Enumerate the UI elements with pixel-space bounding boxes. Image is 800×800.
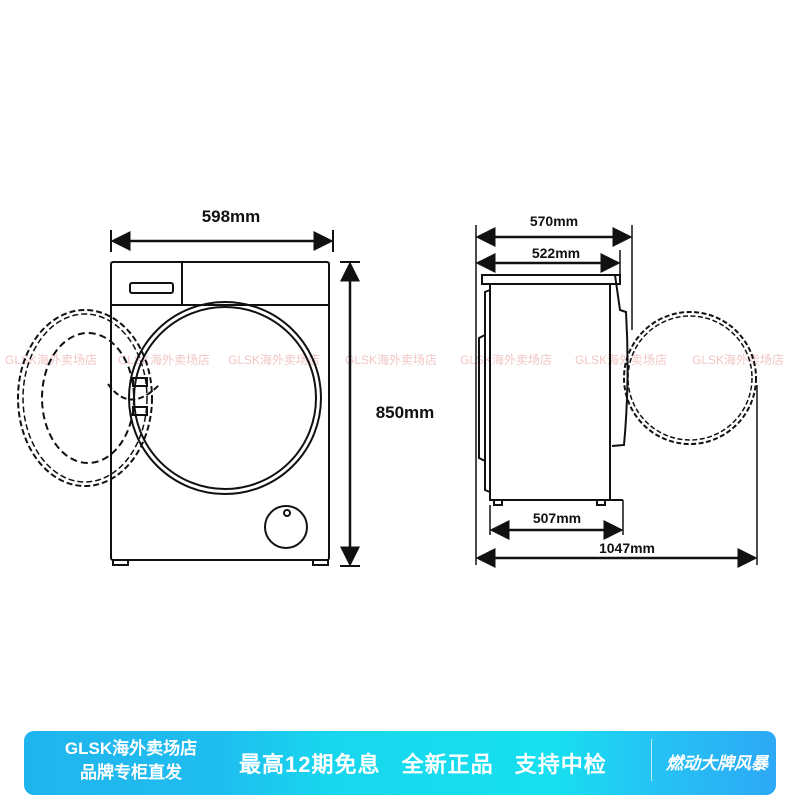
store-name: GLSK海外卖场店 (64, 739, 198, 758)
depth-label: 570mm (530, 213, 578, 229)
door-open-label: 1047mm (599, 540, 655, 556)
washer-body (110, 261, 330, 561)
hinge-top (132, 377, 148, 387)
hinge-bottom (132, 406, 148, 416)
open-door-inner (41, 332, 135, 464)
diagram-canvas: GLSK海外卖场店 GLSK海外卖场店 GLSK海外卖场店 GLSK海外卖场店 … (5, 207, 784, 568)
open-door-outer-2 (22, 313, 148, 483)
drawer-handle (129, 282, 174, 294)
promo-inspection: 支持中检 (514, 752, 607, 777)
watermark: GLSK海外卖场店 (118, 352, 210, 367)
promo-list: 最高12期免息 全新正品 支持中检 (239, 747, 621, 779)
filter-cover-knob (283, 509, 291, 517)
watermark: GLSK海外卖场店 (460, 352, 552, 367)
watermark: GLSK海外卖场店 (345, 352, 437, 367)
side-foot-rear (493, 499, 503, 506)
height-label: 850mm (376, 403, 435, 422)
door-inner-ring (133, 306, 317, 490)
open-door-swing-inner (627, 315, 753, 441)
side-body (489, 283, 611, 501)
campaign-logo: 燃动大牌风暴 (666, 754, 768, 773)
watermark-row: GLSK海外卖场店 GLSK海外卖场店 GLSK海外卖场店 GLSK海外卖场店 … (5, 352, 784, 367)
store-info: GLSK海外卖场店 品牌专柜直发 (36, 737, 226, 785)
back-bump (478, 334, 486, 462)
promo-installment: 最高12期免息 (239, 752, 381, 777)
side-foot-front (596, 499, 606, 506)
side-view (475, 225, 758, 568)
watermark: GLSK海外卖场店 (228, 352, 320, 367)
foot-right (312, 559, 329, 566)
door-outer-ring (128, 301, 322, 495)
watermark: GLSK海外卖场店 (692, 352, 784, 367)
width-label: 598mm (202, 207, 261, 226)
store-tagline: 品牌专柜直发 (80, 763, 182, 782)
top-plate (481, 274, 621, 285)
promo-banner[interactable]: GLSK海外卖场店 品牌专柜直发 最高12期免息 全新正品 支持中检 燃动大牌风… (24, 731, 776, 795)
open-door-outer (17, 309, 153, 487)
front-view (17, 230, 360, 567)
base-label: 507mm (533, 510, 581, 526)
watermark: GLSK海外卖场店 (575, 352, 667, 367)
door-swing-arc (107, 383, 161, 401)
foot-left (112, 559, 129, 566)
open-door-swing-outer (623, 311, 757, 445)
back-panel (484, 289, 491, 493)
promo-genuine: 全新正品 (401, 752, 494, 777)
banner-divider (651, 739, 652, 781)
body-depth-label: 522mm (532, 245, 580, 261)
filter-cover (264, 505, 308, 549)
